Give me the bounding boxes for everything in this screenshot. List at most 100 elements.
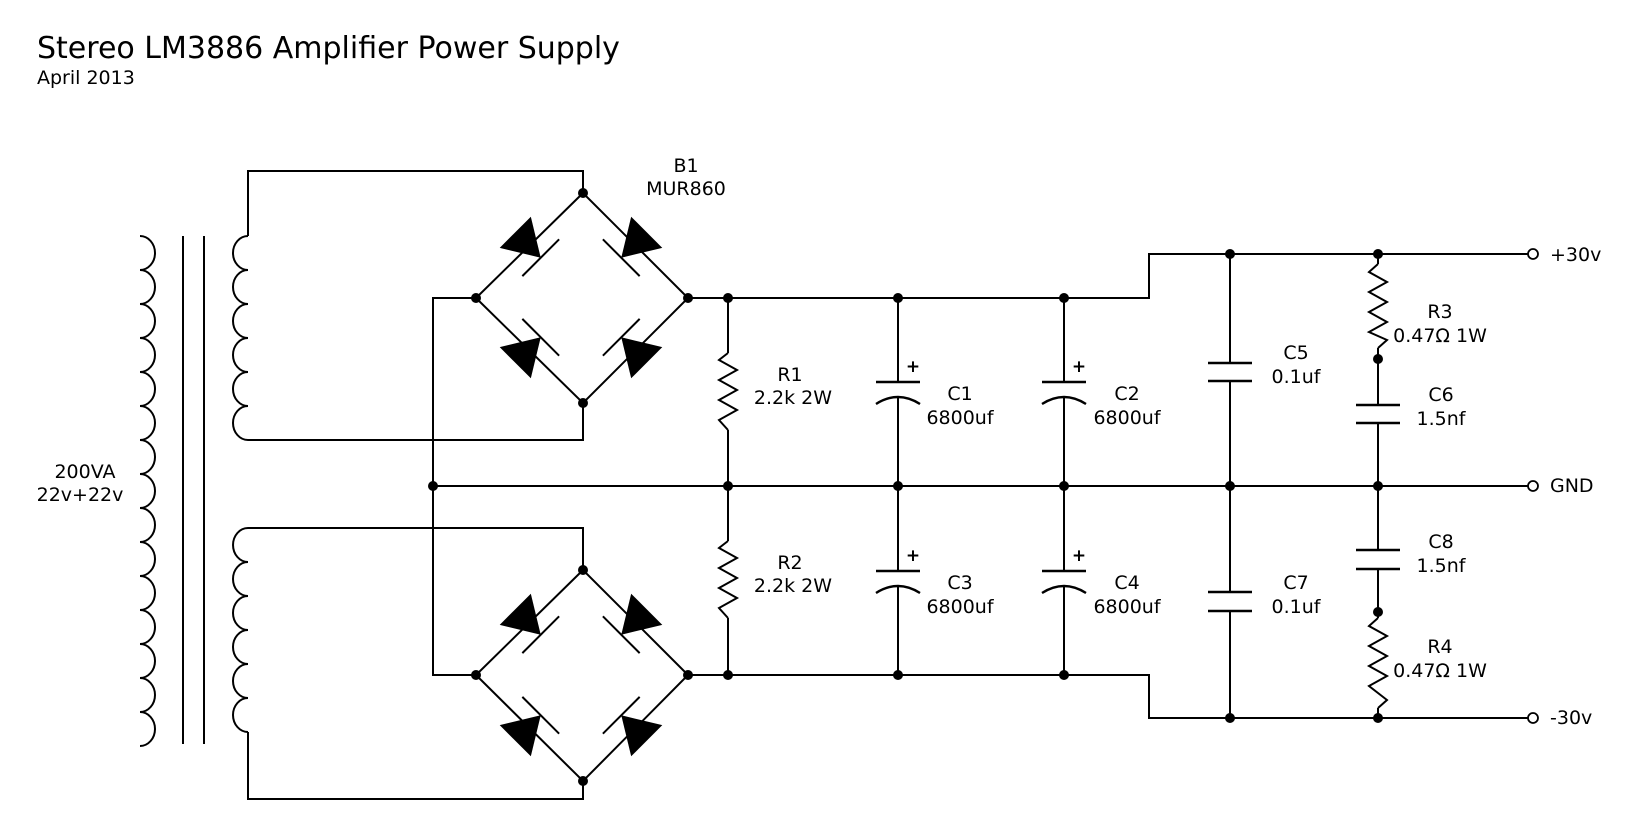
bridge-part: MUR860: [646, 178, 726, 200]
junction-dot: [428, 481, 438, 491]
junction-dot: [1373, 713, 1383, 723]
c4-plus: +: [1072, 546, 1086, 566]
wire-sec-bot-upper: [248, 527, 584, 570]
terminal-positive: [1527, 248, 1539, 260]
bridge2-diamond: [474, 568, 690, 783]
wire-pos-rail: [688, 253, 1528, 299]
output-terminals: +30v GND -30v: [1527, 244, 1601, 729]
schematic-date: April 2013: [37, 67, 135, 89]
junction-dot: [723, 670, 733, 680]
diode-d7: [499, 696, 560, 757]
junction-dot: [1059, 670, 1069, 680]
junction-dot: [683, 293, 693, 303]
terminal-ground: [1527, 480, 1539, 492]
r3-ref: R3: [1427, 301, 1452, 323]
c2-value: 6800uf: [1093, 407, 1161, 429]
r4-ref: R4: [1427, 636, 1452, 658]
resistor-r4: R4 0.47Ω 1W: [1366, 617, 1487, 709]
c6-ref: C6: [1428, 384, 1453, 406]
junction-dot: [1373, 481, 1383, 491]
bridge-ref: B1: [673, 155, 698, 177]
c4-ref: C4: [1114, 572, 1139, 594]
resistor-r1: R1 2.2k 2W: [716, 352, 832, 431]
c1-value: 6800uf: [926, 407, 994, 429]
junction-dot: [471, 670, 481, 680]
c2-ref: C2: [1114, 383, 1139, 405]
bridge-b1: B1 MUR860: [499, 155, 726, 757]
junction-dot: [578, 565, 588, 575]
c3-plus: +: [906, 546, 920, 566]
label-ground: GND: [1550, 475, 1594, 497]
r2-ref: R2: [777, 552, 802, 574]
diode-d4: [602, 318, 663, 379]
transformer-secondary-top: [232, 235, 249, 441]
c7-value: 0.1uf: [1272, 596, 1322, 618]
c6-value: 1.5nf: [1417, 408, 1467, 430]
junction-dot: [723, 293, 733, 303]
capacitor-c3: + C3 6800uf: [875, 546, 995, 618]
c3-value: 6800uf: [926, 596, 994, 618]
capacitor-c2: + C2 6800uf: [1041, 357, 1162, 429]
c7-ref: C7: [1283, 572, 1308, 594]
c8-ref: C8: [1428, 531, 1453, 553]
transformer-rating: 200VA: [54, 461, 115, 483]
capacitor-c7: C7 0.1uf: [1208, 572, 1322, 618]
resistor-r3: R3 0.47Ω 1W: [1366, 263, 1487, 349]
junction-dot: [1225, 481, 1235, 491]
r3-value: 0.47Ω 1W: [1393, 325, 1487, 347]
c5-ref: C5: [1283, 342, 1308, 364]
junction-dots: [428, 188, 1383, 786]
label-positive: +30v: [1550, 244, 1601, 266]
diode-d2: [602, 216, 663, 277]
junction-dot: [1225, 249, 1235, 259]
c3-ref: C3: [947, 572, 972, 594]
junction-dot: [683, 670, 693, 680]
transformer-voltage: 22v+22v: [37, 484, 124, 506]
junction-dot: [1059, 293, 1069, 303]
junction-dot: [1373, 607, 1383, 617]
wiring: [247, 170, 1528, 800]
c5-value: 0.1uf: [1272, 366, 1322, 388]
junction-dot: [1225, 713, 1235, 723]
resistor-r2: R2 2.2k 2W: [716, 540, 832, 619]
wire-sec-top-lower: [248, 403, 584, 441]
c1-ref: C1: [947, 383, 972, 405]
label-negative: -30v: [1550, 707, 1592, 729]
schematic-title: Stereo LM3886 Amplifier Power Supply: [37, 31, 620, 66]
wire-sec-bot-lower: [247, 732, 584, 800]
junction-dot: [1373, 249, 1383, 259]
c4-value: 6800uf: [1093, 596, 1161, 618]
transformer: 200VA 22v+22v: [37, 235, 249, 747]
terminal-negative: [1527, 712, 1539, 724]
transformer-primary-winding: [139, 235, 156, 747]
junction-dot: [578, 188, 588, 198]
capacitor-c5: C5 0.1uf: [1208, 342, 1322, 388]
diode-d3: [499, 318, 560, 379]
junction-dot: [723, 481, 733, 491]
diode-d6: [602, 593, 663, 654]
capacitor-c8: C8 1.5nf: [1356, 531, 1467, 577]
junction-dot: [1373, 354, 1383, 364]
c2-plus: +: [1072, 357, 1086, 377]
r2-value: 2.2k 2W: [754, 575, 832, 597]
diode-d1: [499, 216, 560, 277]
c8-value: 1.5nf: [1417, 555, 1467, 577]
junction-dot: [893, 670, 903, 680]
capacitor-c4: + C4 6800uf: [1041, 546, 1162, 618]
junction-dot: [893, 481, 903, 491]
capacitor-c6: C6 1.5nf: [1356, 384, 1467, 430]
junction-dot: [893, 293, 903, 303]
bridge1-diamond: [474, 191, 690, 405]
r4-value: 0.47Ω 1W: [1393, 660, 1487, 682]
diode-d5: [499, 593, 560, 654]
r1-value: 2.2k 2W: [754, 387, 832, 409]
wire-neg-rail: [688, 674, 1528, 719]
junction-dot: [578, 776, 588, 786]
transformer-secondary-bottom: [232, 527, 249, 733]
junction-dot: [1059, 481, 1069, 491]
junction-dot: [471, 293, 481, 303]
diode-d8: [602, 696, 663, 757]
wire-sec-top-upper: [247, 170, 584, 236]
r1-ref: R1: [777, 364, 802, 386]
